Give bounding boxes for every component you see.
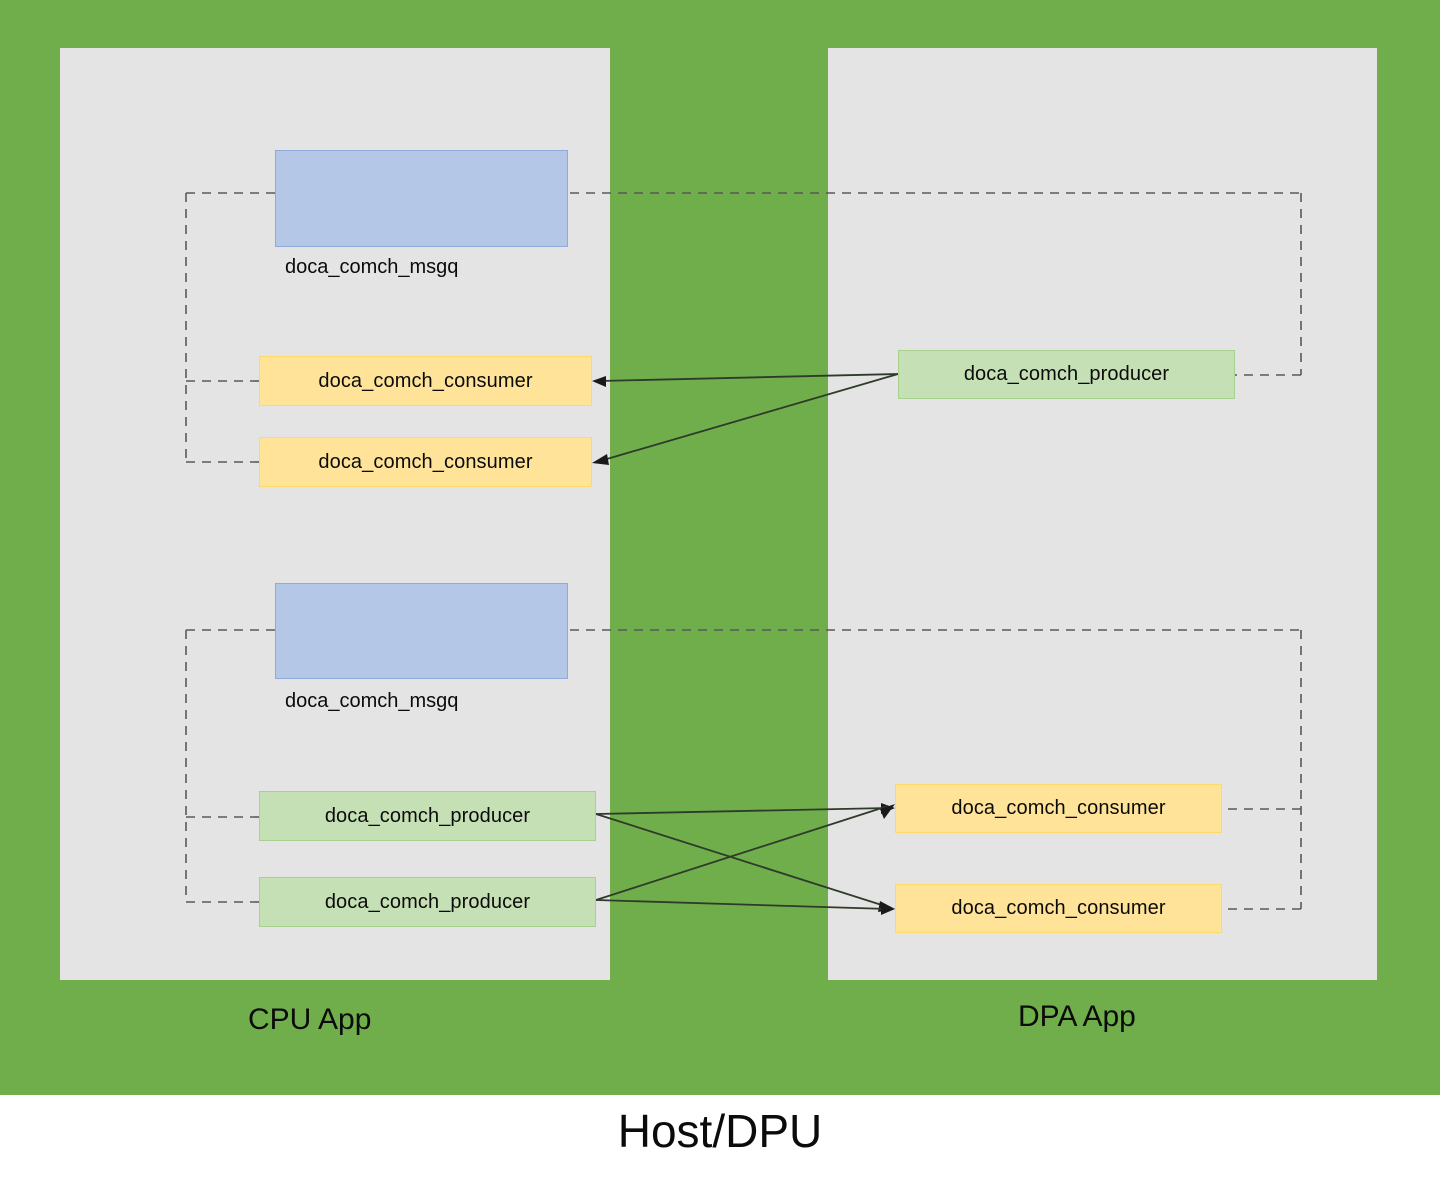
dpa-consumer-2[interactable]: doca_comch_consumer	[895, 884, 1222, 933]
dpa-producer-1[interactable]: doca_comch_producer	[898, 350, 1235, 399]
msgq-caption-bottom: doca_comch_msgq	[285, 690, 459, 712]
host-dpu-title: Host/DPU	[617, 1105, 823, 1157]
msgq-box-top[interactable]	[275, 150, 568, 247]
cpu-consumer-2[interactable]: doca_comch_consumer	[259, 437, 592, 487]
cpu-producer-2[interactable]: doca_comch_producer	[259, 877, 596, 927]
cpu-app-label: CPU App	[248, 1003, 372, 1036]
cpu-producer-1[interactable]: doca_comch_producer	[259, 791, 596, 841]
cpu-consumer-1[interactable]: doca_comch_consumer	[259, 356, 592, 406]
dpa-consumer-1[interactable]: doca_comch_consumer	[895, 784, 1222, 833]
msgq-box-bottom[interactable]	[275, 583, 568, 679]
dpa-app-panel	[828, 48, 1377, 980]
dpa-app-label: DPA App	[1018, 1000, 1136, 1033]
msgq-caption-top: doca_comch_msgq	[285, 256, 459, 278]
